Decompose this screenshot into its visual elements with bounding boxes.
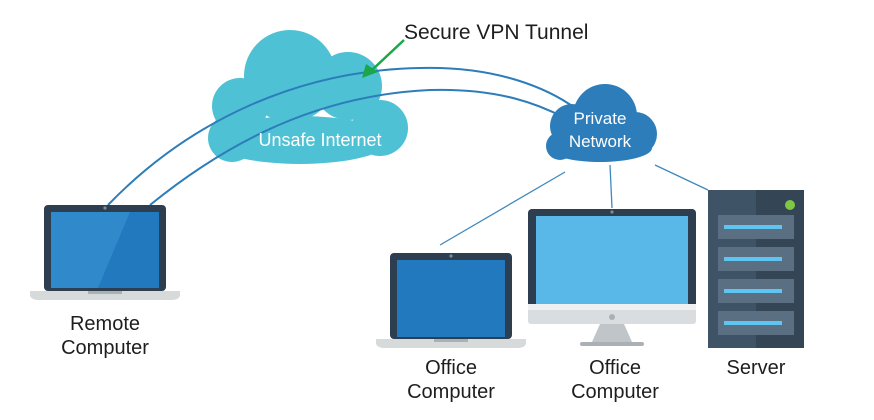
office-desktop-label: Office Computer — [571, 357, 659, 404]
remote-computer-label: Remote Computer — [61, 313, 149, 360]
private-network-label: Private Network — [568, 109, 632, 151]
vpn-tunnel — [107, 66, 576, 206]
server-rack-icon — [708, 190, 804, 348]
network-connectors — [439, 164, 709, 246]
tunnel-line-upper — [107, 66, 576, 206]
office-laptop-label: Office Computer — [407, 357, 495, 404]
server-label: Server — [726, 357, 786, 379]
connector-office-laptop — [439, 171, 566, 246]
tunnel-label: Secure VPN Tunnel — [404, 21, 589, 44]
private-network-cloud-icon — [546, 84, 657, 162]
connector-office-desktop — [609, 164, 613, 209]
internet-cloud-label: Unsafe Internet — [258, 130, 382, 150]
connector-server — [654, 164, 709, 191]
remote-laptop-icon — [30, 205, 180, 300]
office-desktop-icon — [528, 209, 696, 346]
tunnel-line-lower — [149, 88, 566, 206]
tunnel-arrow-icon — [362, 39, 405, 78]
office-laptop-icon — [376, 253, 526, 348]
